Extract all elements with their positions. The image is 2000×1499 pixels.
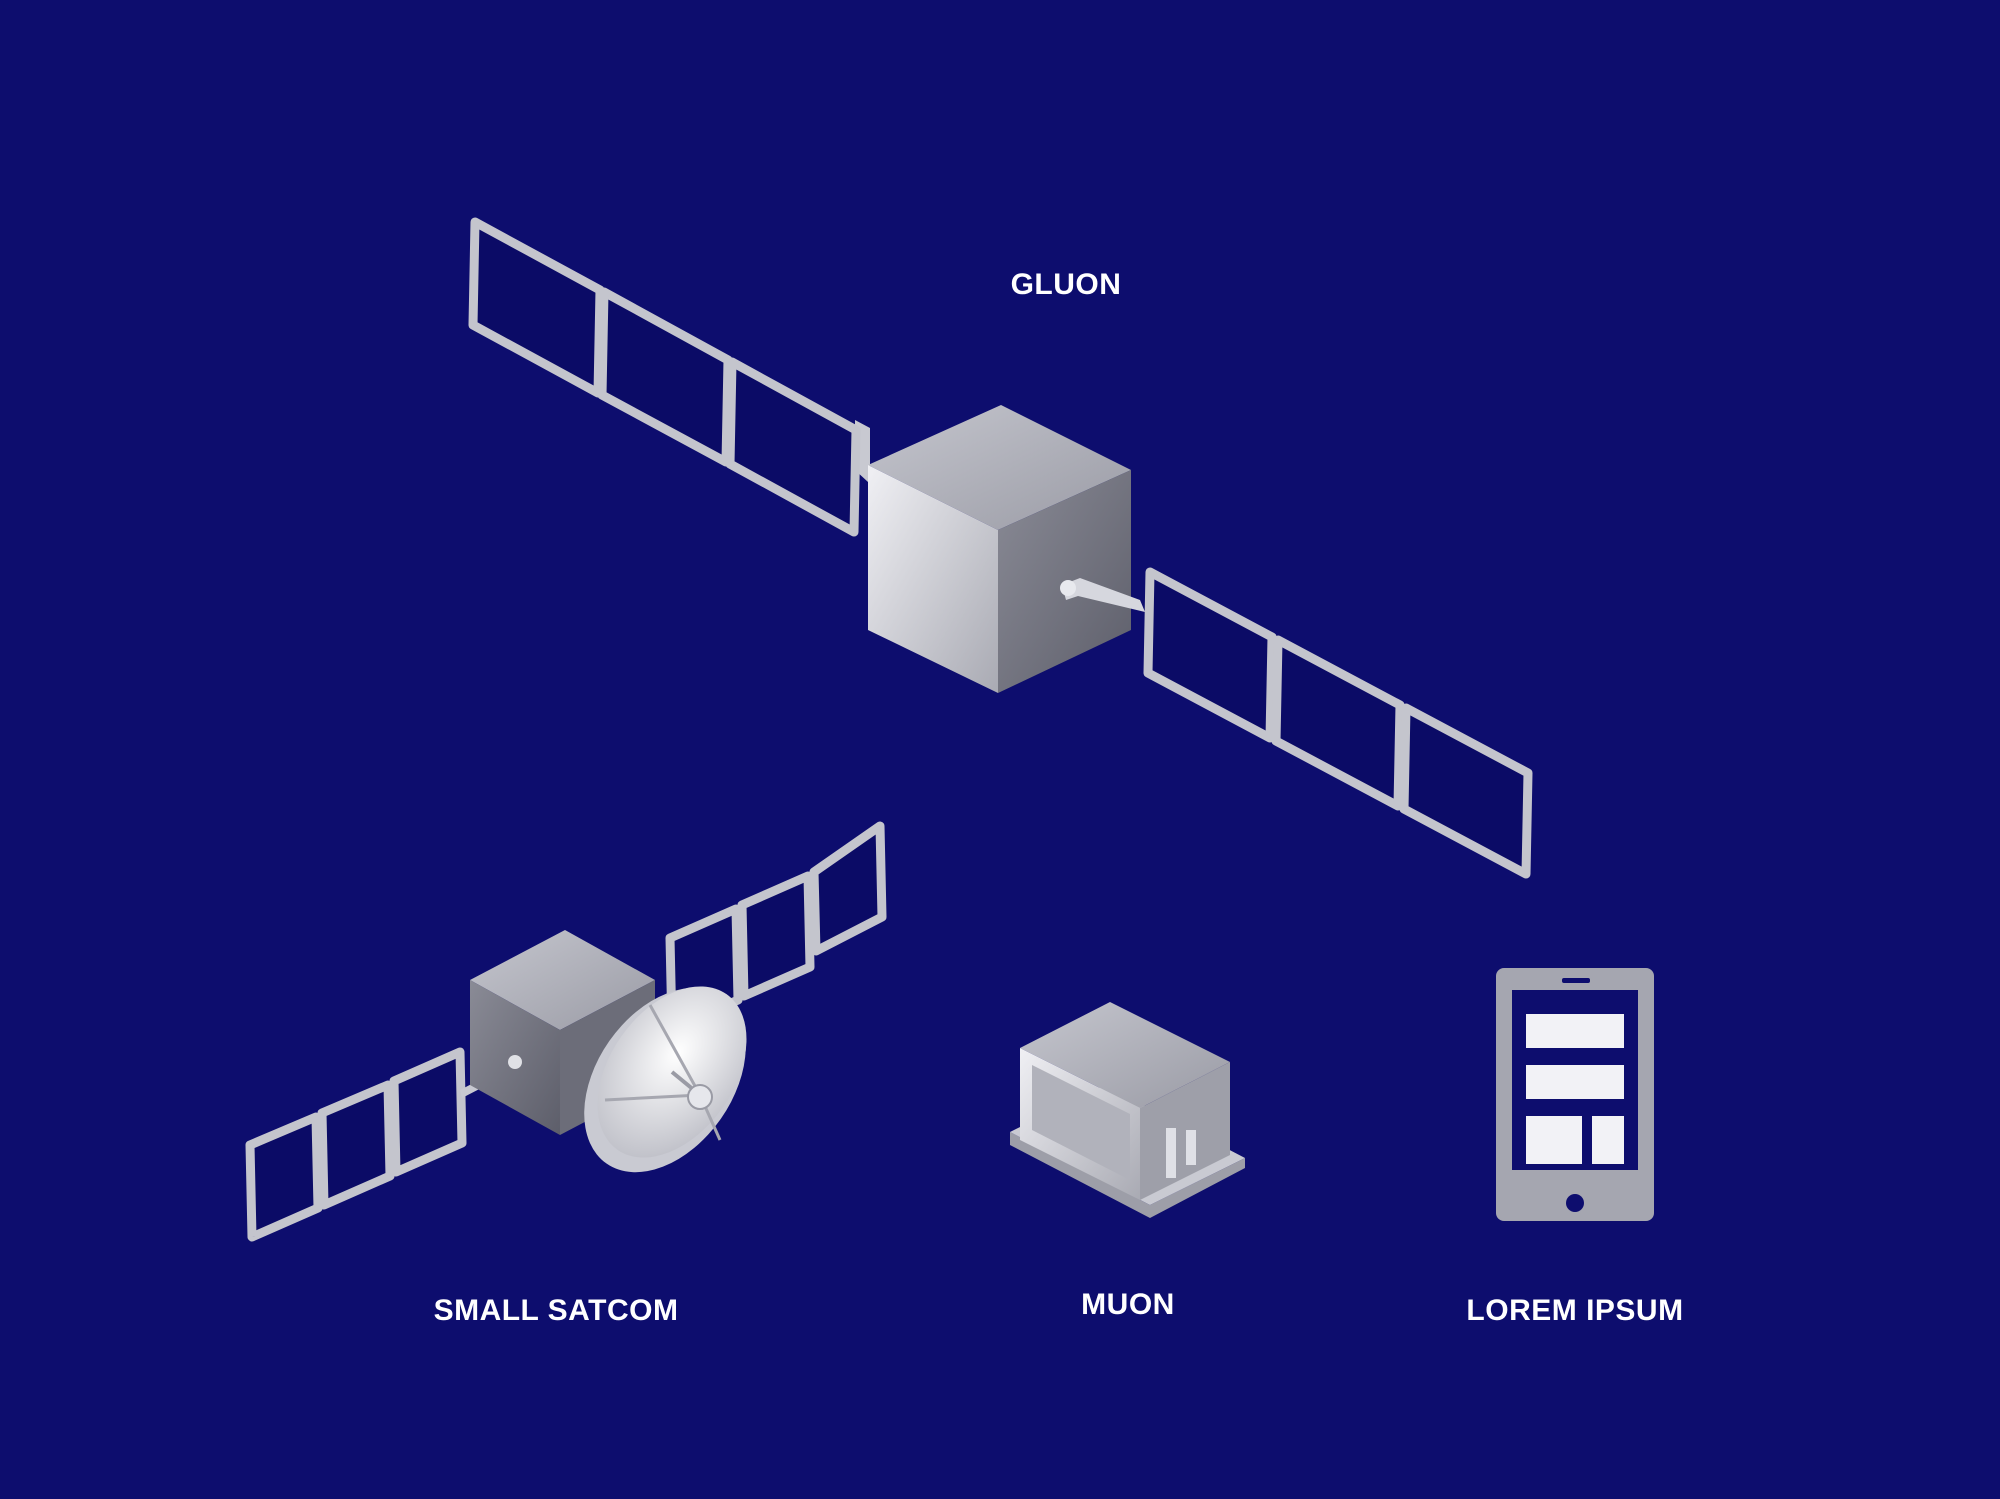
- gluon-joint: [1060, 580, 1076, 596]
- tablet-icon: [1496, 968, 1654, 1221]
- solar-panel: [389, 1047, 467, 1177]
- small-satcom-satellite-icon: [245, 821, 887, 1242]
- dish-strut: [604, 1093, 701, 1102]
- solar-panel: [245, 1112, 323, 1242]
- dish-strut: [648, 1004, 702, 1096]
- gluon-satellite-icon: [468, 217, 1533, 879]
- satcom-dish-antenna: [584, 986, 747, 1173]
- solar-panel: [809, 821, 887, 956]
- screen-block: [1526, 1116, 1582, 1164]
- gluon-body-cube: [868, 405, 1131, 693]
- screen-block: [1526, 1065, 1624, 1099]
- solar-panel: [1271, 635, 1405, 811]
- solar-panel: [1143, 567, 1277, 743]
- muon-cubesat-icon: [1010, 1002, 1245, 1218]
- gluon-left-solar-array: [468, 217, 861, 537]
- gluon-label: GLUON: [1010, 268, 1122, 301]
- muon-base-plate-edge: [1010, 1132, 1245, 1218]
- muon-top: [1020, 1002, 1230, 1108]
- screen-block: [1526, 1014, 1624, 1048]
- solar-panel: [737, 871, 815, 1001]
- solar-panel: [317, 1080, 395, 1210]
- lorem-ipsum-label: LOREM IPSUM: [1466, 1294, 1684, 1327]
- gluon-right-arm: [1062, 578, 1145, 612]
- solar-panel: [725, 357, 861, 537]
- solar-panel: [597, 287, 733, 467]
- tablet-home-button: [1566, 1194, 1584, 1212]
- satcom-joint: [508, 1055, 522, 1069]
- cube-top: [470, 930, 655, 1030]
- satcom-left-solar-array: [245, 1047, 467, 1242]
- muon-front-recess: [1032, 1065, 1130, 1180]
- muon-connector: [1186, 1130, 1196, 1165]
- cube-top: [868, 405, 1131, 530]
- dish-feed: [687, 1084, 713, 1110]
- gluon-left-arm: [855, 420, 880, 482]
- tablet-speaker: [1562, 978, 1590, 983]
- screen-block: [1592, 1116, 1624, 1164]
- muon-label: MUON: [1081, 1288, 1175, 1321]
- solar-panel: [468, 217, 605, 398]
- muon-side: [1140, 1062, 1230, 1200]
- muon-connector: [1166, 1128, 1176, 1178]
- small-satcom-label: SMALL SATCOM: [433, 1294, 679, 1327]
- solar-panel: [1399, 703, 1533, 879]
- gluon-right-solar-array: [1143, 567, 1533, 879]
- cube-front: [868, 465, 998, 693]
